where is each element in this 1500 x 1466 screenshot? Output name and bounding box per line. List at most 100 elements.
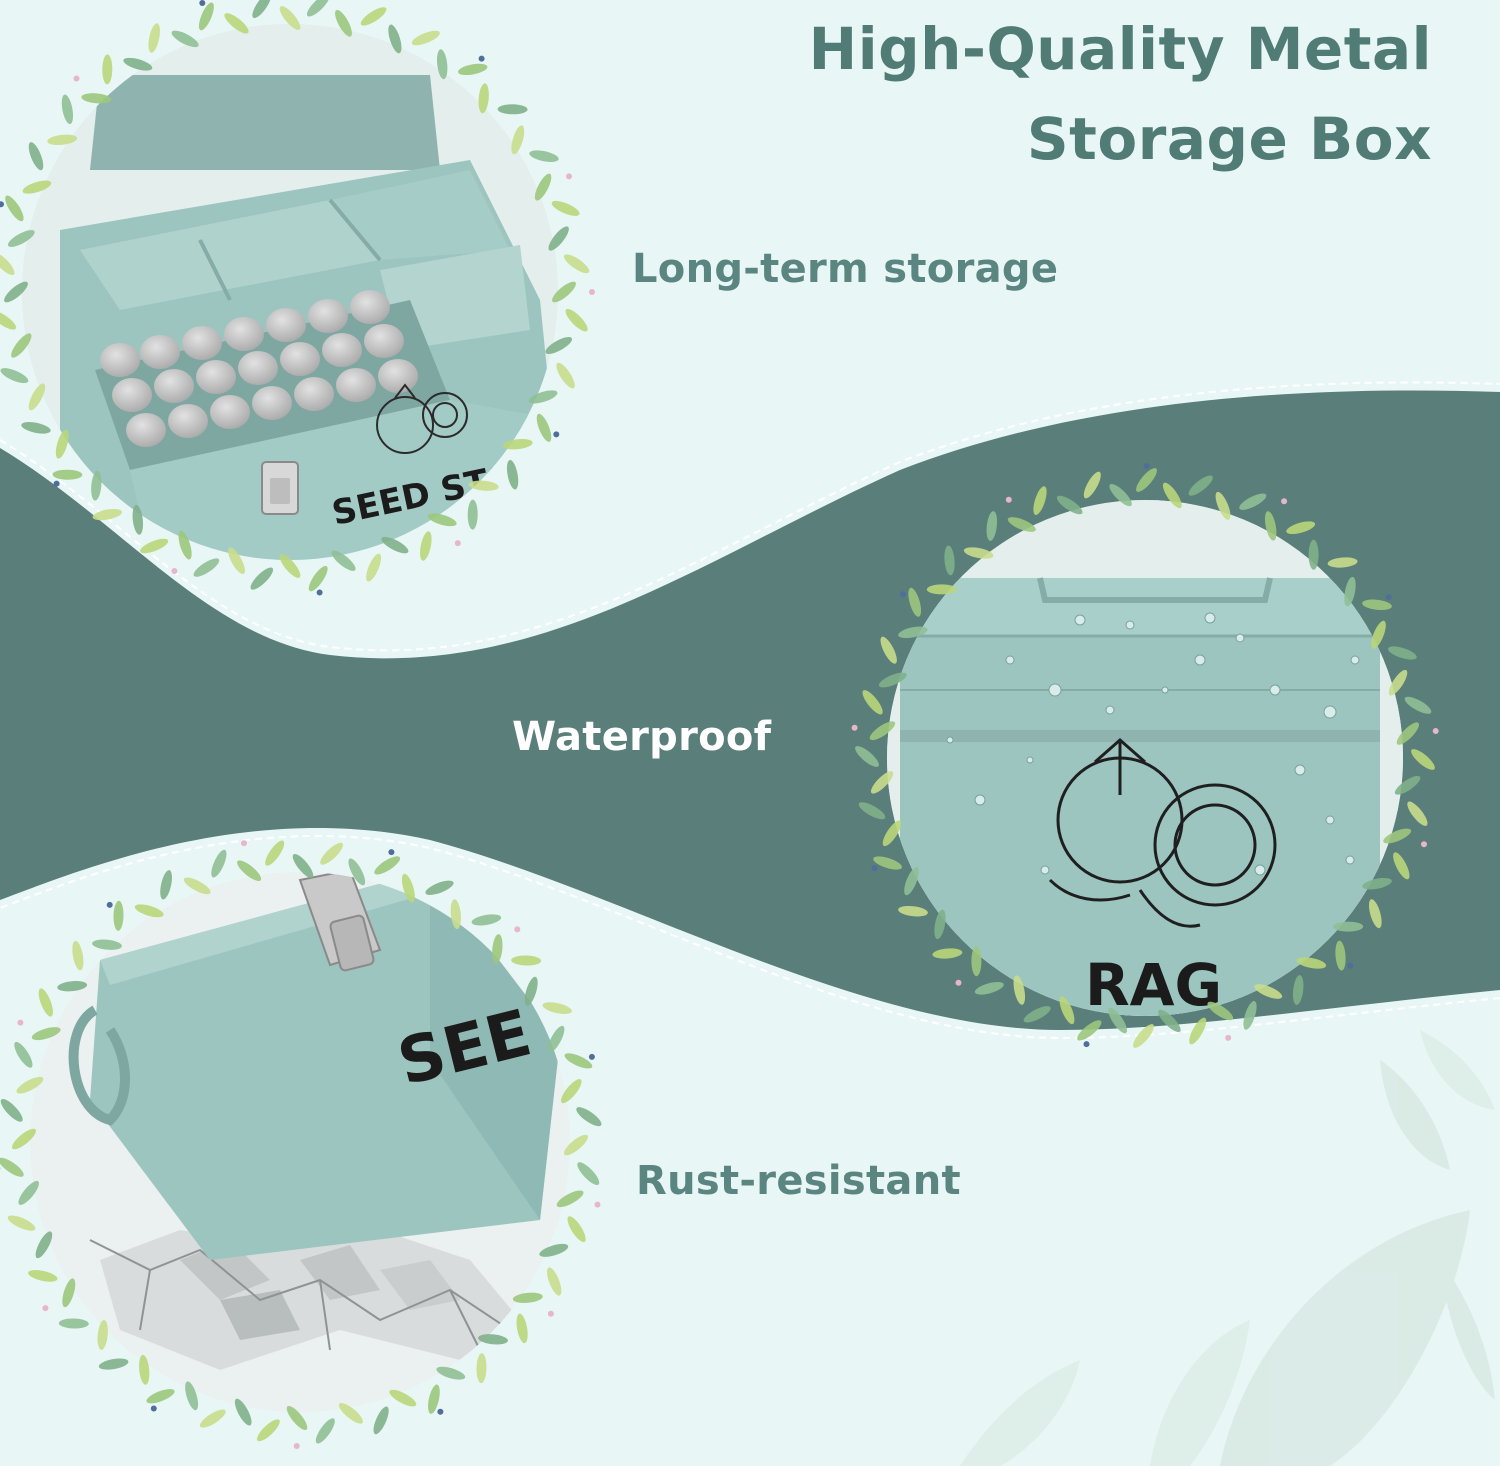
leaf [563, 254, 590, 274]
berry [106, 901, 113, 908]
leaf [61, 94, 74, 125]
leaf [425, 880, 454, 895]
leaf [28, 142, 44, 171]
berry [199, 0, 206, 6]
leaf [1264, 511, 1277, 541]
leaf [92, 939, 122, 950]
tomato-illustration [1048, 738, 1277, 928]
leaf [348, 858, 366, 886]
leaf [1108, 1007, 1128, 1034]
leaf [234, 1398, 252, 1426]
leaf [556, 1190, 584, 1208]
leaf [11, 1128, 37, 1150]
leaf [878, 672, 907, 688]
leaf [1327, 557, 1358, 568]
berry [241, 840, 247, 847]
leaf-wreath [0, 0, 595, 596]
leaf [539, 1243, 569, 1257]
berry [1421, 841, 1427, 848]
leaf [1362, 877, 1392, 890]
leaf [963, 547, 994, 559]
leaf [31, 1027, 61, 1041]
leaf [228, 547, 245, 575]
leaf [908, 587, 922, 617]
leaf [338, 1403, 363, 1424]
leaf [279, 554, 301, 578]
berry [1347, 962, 1354, 969]
berry [388, 849, 395, 856]
berry [566, 173, 572, 180]
leaf [1056, 495, 1083, 515]
leaf [148, 23, 160, 53]
leaf [0, 1157, 24, 1177]
leaf [35, 1231, 53, 1259]
leaf [471, 914, 502, 926]
berry [1005, 496, 1012, 503]
leaf [1023, 1006, 1051, 1023]
leaf [1333, 921, 1364, 932]
leaf [577, 1162, 600, 1185]
leaf [502, 438, 533, 450]
leaf [171, 30, 199, 48]
cracked-ground [89, 1230, 520, 1370]
leaf [92, 508, 123, 521]
leaf [934, 909, 946, 940]
leaf [420, 531, 432, 561]
leaf [1383, 828, 1412, 844]
decorative-leaves [960, 1030, 1495, 1466]
berry [53, 480, 60, 487]
leaf [1296, 957, 1327, 969]
seed-vials [100, 290, 418, 447]
leaf [1239, 493, 1267, 510]
leaf [478, 1334, 508, 1345]
leaf [565, 308, 588, 332]
leaf [28, 1270, 58, 1282]
leaf [478, 83, 489, 114]
leaf [1388, 646, 1417, 660]
leaf [1188, 475, 1213, 496]
leaf [237, 860, 262, 881]
leaf [1189, 1017, 1207, 1045]
feature-rust-resistant: Rust-resistant [636, 1158, 961, 1204]
leaf [98, 1358, 129, 1370]
leaf [4, 281, 28, 303]
leaf [516, 1313, 528, 1344]
title-line-2: Storage Box [1026, 105, 1432, 173]
leaf [21, 422, 51, 434]
wave-dash-bottom [0, 835, 1500, 1040]
leaf [257, 1419, 280, 1442]
leaf [7, 230, 35, 247]
leaf [185, 1381, 199, 1411]
leaf [467, 499, 478, 530]
leaf [1007, 517, 1036, 532]
berry [316, 589, 323, 596]
berry [1083, 1041, 1090, 1048]
leaf [1013, 975, 1026, 1005]
leaf-wreaths [0, 0, 1439, 1449]
leaf [52, 469, 83, 480]
leaf [388, 24, 402, 54]
leaf [331, 550, 356, 571]
leaf [1404, 696, 1432, 714]
leaf [183, 877, 211, 895]
leaf [1059, 996, 1075, 1025]
tomato-illustration [376, 383, 468, 454]
leaf [563, 1134, 589, 1156]
leaf [870, 771, 894, 794]
berry [1225, 1034, 1232, 1041]
leaf [904, 867, 919, 896]
berry [871, 865, 878, 872]
leaf [16, 1076, 44, 1094]
leaf [427, 513, 457, 527]
berry [293, 1443, 300, 1449]
leaf [436, 49, 448, 80]
berry [73, 75, 80, 82]
leaf [428, 1384, 440, 1414]
leaf [457, 63, 488, 76]
leaf [534, 173, 552, 201]
leaf [898, 905, 928, 917]
leaf [556, 362, 575, 389]
leaf [178, 530, 192, 560]
leaf [123, 57, 153, 71]
leaf [1292, 975, 1304, 1005]
